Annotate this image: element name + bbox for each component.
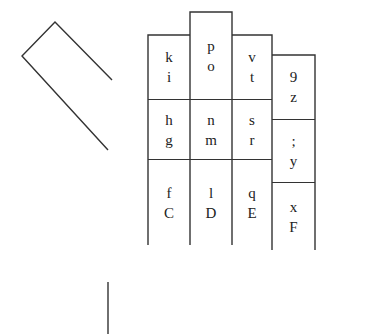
finger-cell: fC: [148, 160, 190, 245]
letter: n: [207, 110, 215, 130]
letter: C: [164, 203, 174, 223]
index-finger: [148, 35, 190, 245]
finger-cell: lD: [190, 160, 232, 245]
letter: x: [290, 197, 298, 217]
finger-cell: po: [190, 12, 232, 100]
letter: D: [206, 203, 217, 223]
thumb: [22, 22, 112, 150]
letter: l: [209, 183, 213, 203]
finger-cell: qE: [232, 160, 272, 245]
letter: y: [290, 151, 298, 171]
letter: p: [207, 36, 215, 56]
letter: g: [165, 130, 173, 150]
finger-cell: ki: [148, 35, 190, 100]
letter: o: [207, 56, 215, 76]
finger-cell: 9z: [272, 55, 315, 120]
letter: v: [248, 47, 256, 67]
letter: m: [205, 130, 217, 150]
ring-finger: [232, 35, 272, 250]
letter: E: [247, 203, 256, 223]
letter: h: [165, 110, 173, 130]
middle-finger: [190, 12, 232, 245]
finger-cell: nm: [190, 100, 232, 160]
wrist-line: [107, 282, 108, 334]
letter: ;: [291, 131, 295, 151]
letter: f: [167, 183, 172, 203]
finger-cell: xF: [272, 183, 315, 250]
letter: r: [250, 130, 255, 150]
letter: F: [289, 217, 297, 237]
letter: s: [249, 110, 255, 130]
little-finger: [272, 55, 315, 250]
finger-cell: sr: [232, 100, 272, 160]
letter: k: [165, 47, 173, 67]
letter: z: [290, 87, 297, 107]
letter: q: [248, 183, 256, 203]
finger-cell: ;y: [272, 120, 315, 183]
letter: 9: [290, 67, 298, 87]
letter: t: [250, 67, 254, 87]
finger-cell: vt: [232, 35, 272, 100]
letter: i: [167, 67, 171, 87]
finger-cell: hg: [148, 100, 190, 160]
